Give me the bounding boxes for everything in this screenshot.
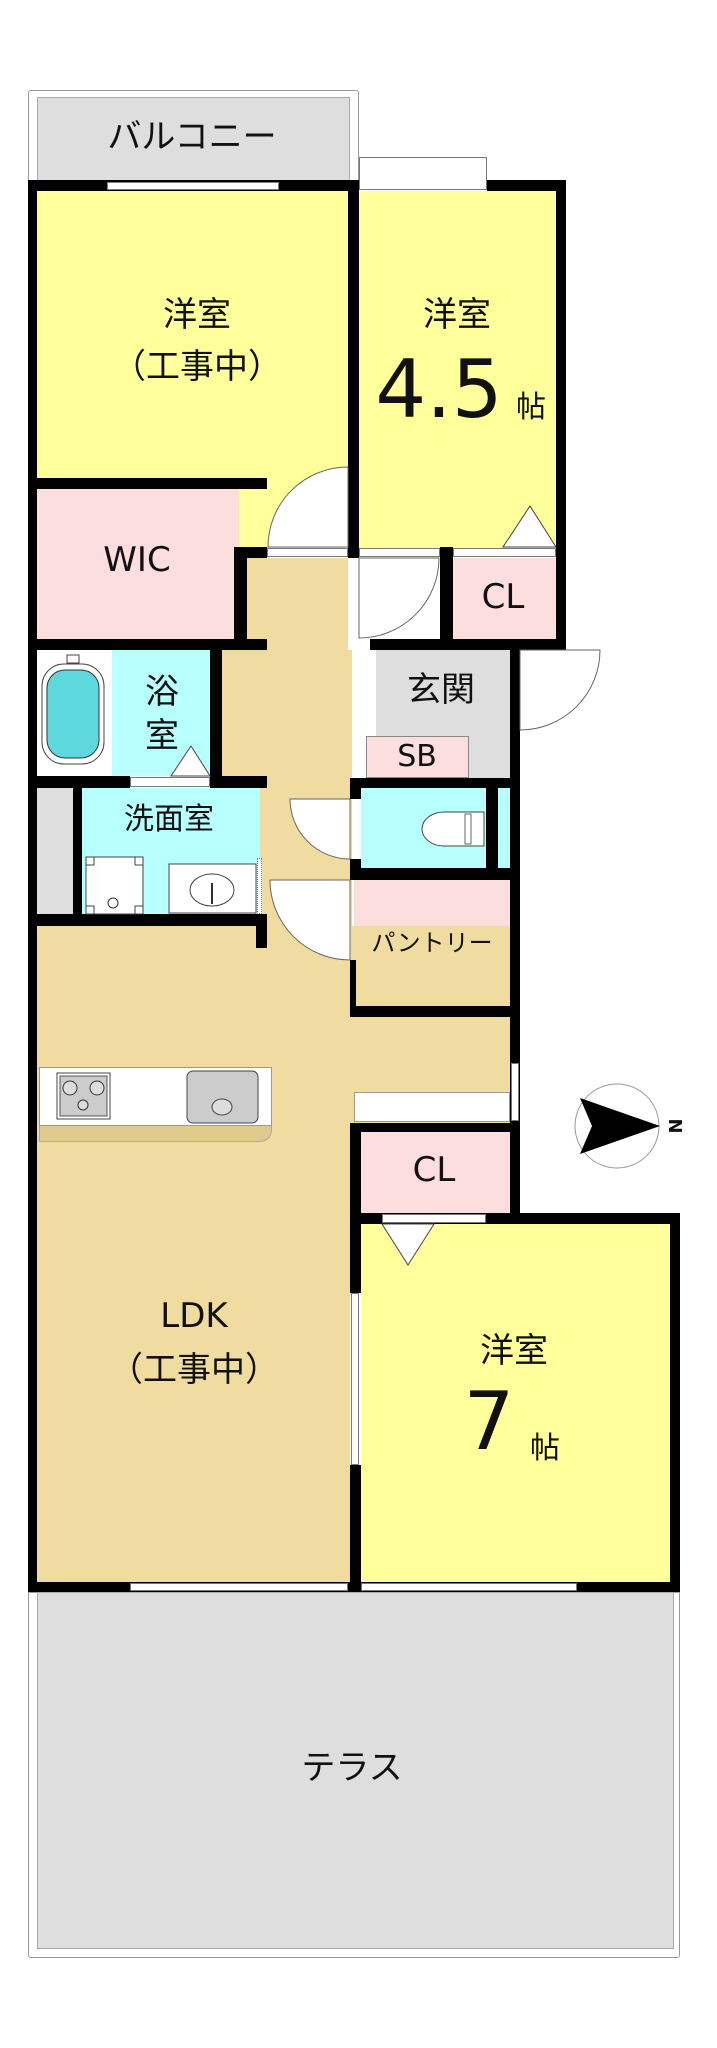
door-opening [382, 1214, 486, 1223]
closet-marker-triangle [502, 505, 557, 548]
washroom-storage [37, 788, 73, 914]
door-opening [359, 548, 440, 557]
compass-icon [574, 1083, 660, 1169]
bathtub-icon [41, 654, 105, 765]
wall [28, 478, 267, 489]
toilet-icon [421, 811, 485, 847]
ldk-note: （工事中） [109, 1350, 279, 1390]
wall [486, 788, 498, 868]
door-opening [267, 548, 348, 557]
shoe-box-label: SB [397, 739, 437, 774]
door-swing-western-room-1 [267, 466, 349, 548]
wall [350, 868, 520, 880]
wall [210, 650, 222, 788]
sliding-door [351, 1293, 359, 1465]
wall [350, 778, 520, 788]
wall [487, 180, 566, 191]
bath-marker-triangle [170, 745, 211, 777]
balcony-label: バルコニー [107, 117, 277, 157]
window [511, 1063, 519, 1121]
wall [350, 778, 361, 799]
wall [28, 914, 267, 926]
western-room-1 [37, 191, 348, 480]
western-room-2-name: 洋室 [423, 295, 491, 335]
window [361, 1583, 577, 1591]
window [359, 157, 487, 190]
door-opening [453, 548, 556, 557]
door-opening [130, 777, 210, 787]
western-room-1-name: 洋室 [163, 295, 231, 335]
hallway-upper [247, 558, 348, 650]
kitchen-sink-icon [186, 1070, 259, 1124]
wall [256, 914, 267, 948]
pantry-label: パントリー [371, 929, 493, 957]
closet-1-label: CL [481, 577, 525, 617]
ldk-lower [37, 1123, 350, 1583]
wall [370, 639, 566, 650]
door-swing-toilet [289, 798, 351, 860]
shoe-box [366, 736, 469, 778]
terrace [37, 1592, 674, 1949]
western-room-3-name: 洋室 [480, 1331, 548, 1371]
terrace-label: テラス [301, 1748, 403, 1788]
door-swing-washroom [269, 879, 351, 961]
western-room-3-size: 7 [463, 1375, 515, 1468]
western-room-2-size: 4.5 [375, 343, 503, 436]
wall [440, 547, 453, 650]
washroom-label: 洗面室 [124, 802, 214, 837]
washbasin-icon [168, 863, 257, 914]
wall [28, 776, 130, 788]
wall [350, 1465, 361, 1592]
western-room-2-unit: 帖 [516, 390, 546, 425]
wall [348, 180, 359, 558]
washing-machine-icon [85, 856, 144, 915]
western-room-2 [359, 191, 556, 548]
wall [234, 547, 267, 558]
ldk-name: LDK [160, 1296, 228, 1336]
western-room-3 [361, 1224, 670, 1582]
closet-2 [361, 1132, 510, 1213]
closet-2-label: CL [412, 1150, 456, 1190]
western-room-3-unit: 帖 [530, 1431, 560, 1466]
wall [510, 650, 520, 1224]
door-swing-western-room-2 [358, 557, 440, 639]
toilet-side-strip [498, 788, 510, 868]
closet-marker-triangle [381, 1223, 435, 1266]
sliding-door [257, 858, 262, 914]
wall [670, 1213, 680, 1592]
wic-label: WIC [103, 540, 171, 580]
wall [556, 180, 566, 650]
window [107, 182, 279, 190]
wall [28, 1582, 680, 1592]
wall [73, 788, 82, 914]
ldk-side-strip [354, 1092, 510, 1122]
wall [350, 1006, 520, 1017]
wall [350, 1123, 361, 1293]
bathroom-label-2: 室 [145, 716, 179, 756]
wall [28, 639, 267, 650]
wall [350, 960, 356, 1006]
stove-icon [56, 1072, 111, 1120]
wall [350, 1213, 680, 1224]
closet-1 [453, 558, 556, 639]
entrance-label: 玄関 [407, 670, 475, 710]
wall [350, 1123, 520, 1132]
wall [28, 180, 37, 1592]
wall [210, 776, 267, 788]
western-room-1-note: （工事中） [112, 347, 282, 387]
door-swing-entrance [519, 649, 601, 731]
bathroom-label-1: 浴 [145, 672, 179, 712]
window [130, 1583, 348, 1591]
compass-north-label: N [664, 1118, 685, 1134]
wall [234, 547, 247, 650]
wic [37, 489, 239, 639]
